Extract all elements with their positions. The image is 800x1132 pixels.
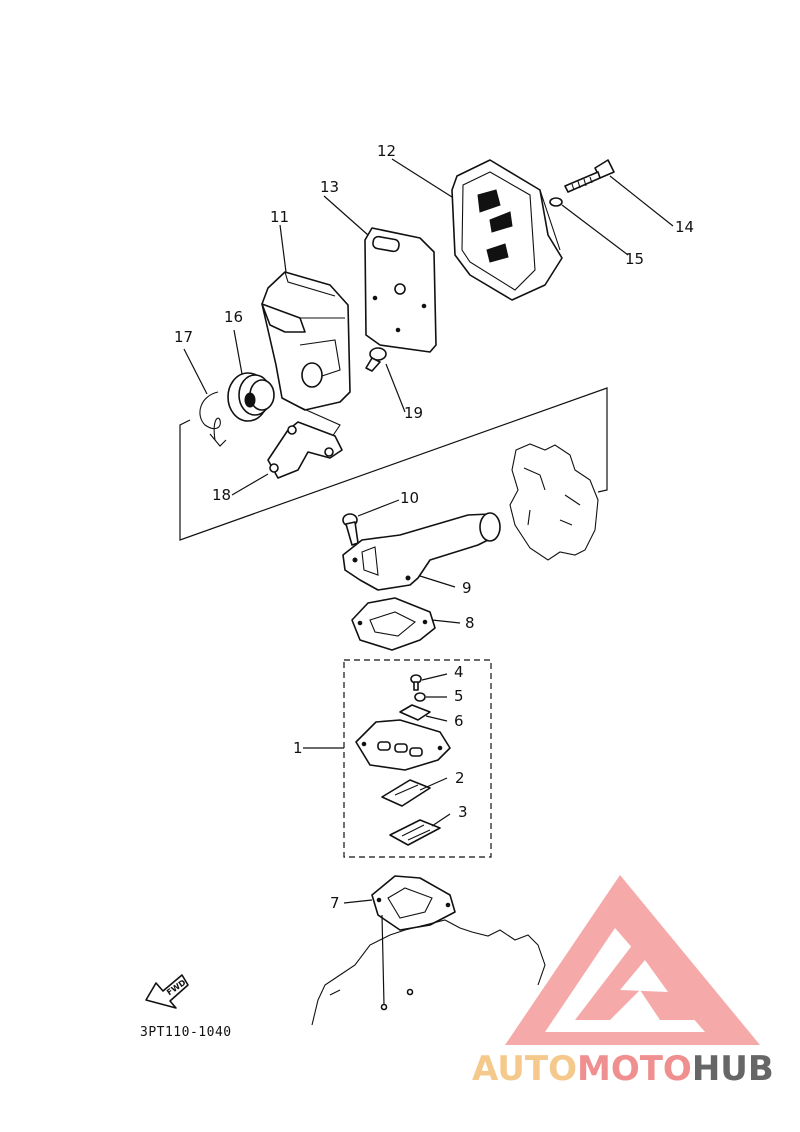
callout-10: 10 [400, 489, 419, 507]
screw-4 [410, 674, 422, 691]
mount-hole [380, 1003, 388, 1011]
gasket-7 [371, 875, 456, 931]
callout-16: 16 [224, 308, 243, 326]
screw-19 [365, 347, 387, 372]
watermark-hub: HUB [692, 1049, 774, 1089]
callout-12: 12 [377, 142, 396, 160]
reed-valve-group-box [343, 659, 492, 858]
washer-15 [549, 197, 563, 207]
callout-5: 5 [454, 687, 464, 705]
leader-lines [183, 158, 674, 904]
callout-2: 2 [455, 769, 465, 787]
clamp-17 [199, 391, 227, 447]
stopper-6 [399, 704, 431, 721]
drawing-code: 3PT110-1040 [140, 1025, 232, 1040]
callout-18: 18 [212, 486, 231, 504]
crankcase-outline [311, 919, 546, 1026]
callout-1: 1 [293, 739, 303, 757]
bracket-18 [267, 421, 343, 479]
callout-6: 6 [454, 712, 464, 730]
gasket-7-axis [381, 914, 385, 1006]
bolt-10 [342, 513, 359, 546]
watermark-moto: MOTO [577, 1049, 692, 1089]
reed-3 [389, 819, 441, 846]
callout-9: 9 [462, 579, 472, 597]
reed-valve-assembly [355, 719, 451, 771]
fwd-arrow-icon: FWD [145, 974, 189, 1009]
callout-3: 3 [458, 803, 468, 821]
callout-17: 17 [174, 328, 193, 346]
callout-7: 7 [330, 894, 340, 912]
watermark-auto: AUTO [472, 1049, 577, 1089]
washer-5 [414, 692, 426, 702]
mount-hole [406, 988, 414, 996]
gasket-8 [351, 597, 436, 651]
callout-19: 19 [404, 404, 423, 422]
callout-13: 13 [320, 178, 339, 196]
silencer-cover [451, 159, 563, 301]
callout-4: 4 [454, 663, 464, 681]
watermark-logo [505, 875, 760, 1045]
engine-outline-upper [509, 443, 599, 561]
callout-14: 14 [675, 218, 694, 236]
silencer-element [364, 227, 437, 353]
watermark-text: AUTOMOTOHUB [472, 1049, 774, 1089]
joint-16 [227, 372, 275, 422]
callout-11: 11 [270, 208, 289, 226]
intake-manifold [342, 512, 501, 591]
callout-8: 8 [465, 614, 475, 632]
callout-15: 15 [625, 250, 644, 268]
silencer-group-outline [179, 387, 608, 541]
bolt-14 [564, 159, 615, 193]
silencer-body [261, 271, 351, 441]
reed-2 [381, 779, 431, 807]
